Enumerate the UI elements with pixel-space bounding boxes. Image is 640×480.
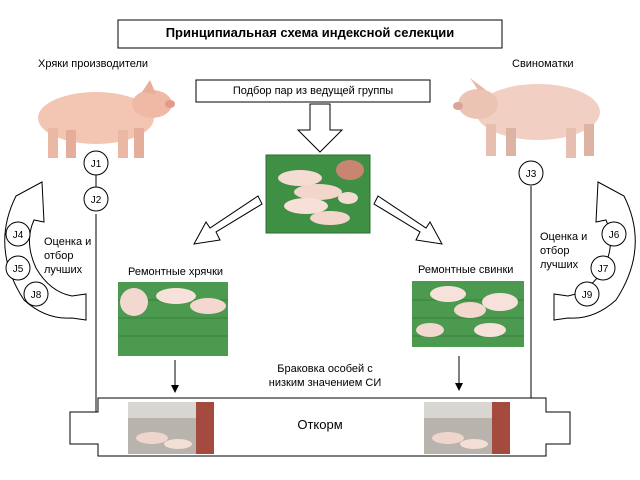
sow-image	[453, 78, 600, 158]
diagram-title: Принципиальная схема индексной селекции	[165, 25, 455, 40]
node-j2-label: J2	[91, 195, 102, 206]
sows-label: Свиноматки	[512, 58, 574, 70]
fattening-photo-right	[424, 402, 510, 454]
right-diagonal-arrow	[373, 195, 443, 245]
node-j3-label: J3	[526, 169, 537, 180]
boar-image	[38, 80, 175, 158]
node-j1: J1	[83, 150, 109, 176]
node-j1-label: J1	[91, 159, 102, 170]
right-eval-line-1: Оценка и	[540, 231, 588, 243]
left-diagonal-arrow	[193, 195, 263, 245]
down-arrow	[296, 103, 344, 153]
fattening-label: Откорм	[297, 417, 343, 432]
node-j7-label: J7	[598, 264, 609, 275]
node-j8-label: J8	[31, 290, 42, 301]
node-j6-label: J6	[609, 230, 620, 241]
pairs-label: Подбор пар из ведущей группы	[232, 85, 394, 97]
node-j9: J9	[574, 281, 600, 307]
repair-gilts-photo	[412, 281, 524, 347]
left-eval-line-3: лучших	[44, 264, 83, 276]
culling-line-1: Браковка особей с	[277, 363, 373, 375]
node-j2: J2	[83, 186, 109, 212]
right-eval-line-2: отбор	[540, 245, 570, 257]
left-eval-line-1: Оценка и	[44, 236, 92, 248]
node-j7: J7	[590, 255, 616, 281]
title-box	[117, 19, 503, 49]
fattening-photo-left	[128, 402, 214, 454]
node-j4-label: J4	[13, 230, 24, 241]
node-j8: J8	[23, 281, 49, 307]
repair-boars-photo	[118, 282, 228, 356]
node-j5-label: J5	[13, 264, 24, 275]
culling-line-2: низким значением СИ	[268, 377, 382, 389]
left-eval-line-2: отбор	[44, 250, 74, 262]
piglets-photo	[265, 154, 371, 234]
node-j9-label: J9	[582, 290, 593, 301]
node-j6: J6	[601, 221, 627, 247]
node-j4: J4	[5, 221, 31, 247]
left-cycle-arrow	[4, 181, 87, 321]
node-j3: J3	[518, 160, 544, 186]
repair-boars-label: Ремонтные хрячки	[128, 266, 224, 278]
boars-label: Хряки производители	[38, 58, 149, 70]
right-cycle-arrow	[553, 181, 636, 321]
node-j5: J5	[5, 255, 31, 281]
right-eval-line-3: лучших	[540, 259, 579, 271]
repair-gilts-label: Ремонтные свинки	[418, 264, 514, 276]
pairs-box	[195, 79, 431, 103]
